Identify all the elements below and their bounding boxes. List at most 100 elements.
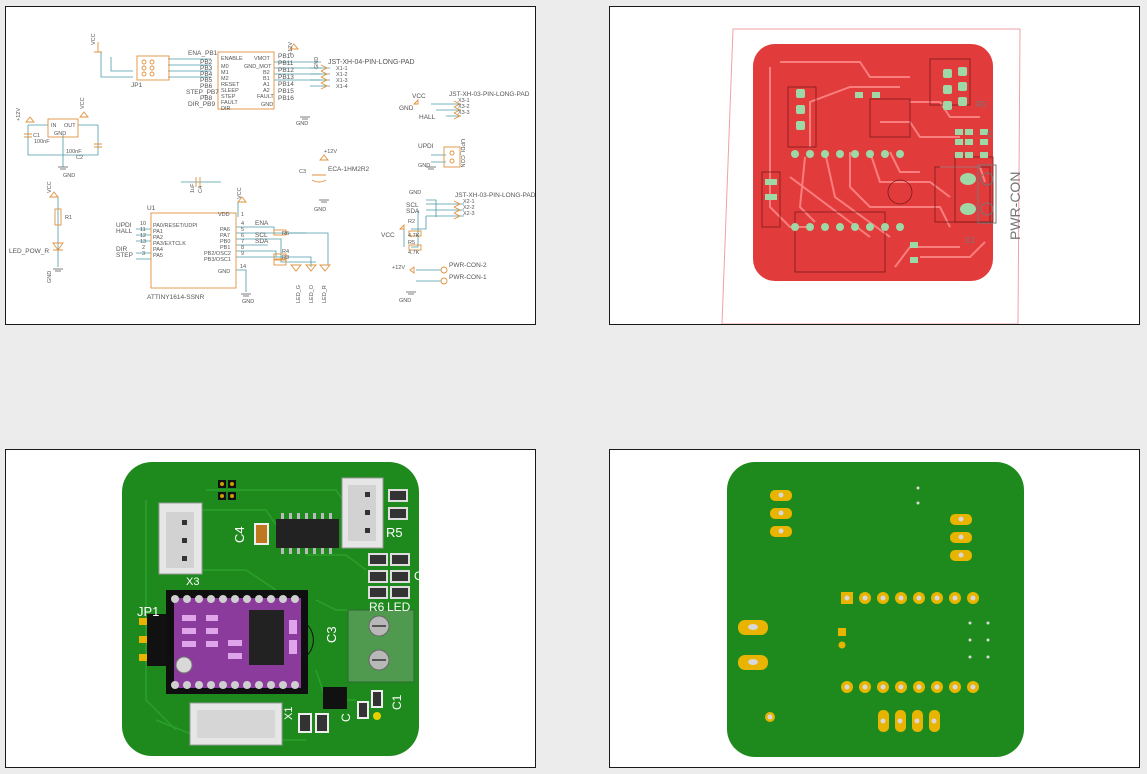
driver-pin-fault: FAULT [221, 100, 238, 106]
x1-pin-3: X1-3 [336, 78, 348, 84]
driver-pin-vmot: VMOT [254, 56, 271, 62]
silk-o: O [414, 569, 423, 583]
u1-num-10: 10 [140, 221, 146, 227]
reg-out: OUT [64, 123, 76, 129]
driver-pin-enable: ENABLE [221, 56, 243, 62]
reg-in: IN [51, 123, 57, 129]
schematic-drawing: ENA_PB1 PB2 PB3 PB4 PB5 PB6 STEP_PB7 PB8… [9, 33, 535, 305]
driver-pin-gnd: GND [261, 102, 273, 108]
silk-c1: C1 [390, 694, 404, 710]
r1-name: R1 [65, 215, 72, 221]
pcb-bottom-3d-drawing [727, 462, 1024, 757]
x3-net-hall: HALL [419, 114, 436, 121]
silk-x3: X3 [186, 576, 199, 588]
pcb-pads [765, 67, 988, 263]
silk-x1: X1 [283, 707, 295, 720]
driver-net-pb4: PB4 [200, 71, 213, 78]
driver-net-pb5: PB5 [200, 77, 213, 84]
u1-pin-pb0: PB0 [220, 239, 230, 245]
u1-pin-pa7: PA7 [220, 233, 230, 239]
smd-resistors [368, 489, 410, 599]
driver-net-pb12: PB12 [278, 67, 294, 74]
vcc-ledpow: VCC [47, 181, 53, 193]
u1-pin-pa0: PA0/RESET/UDPI [153, 223, 198, 229]
driver-pin-a1: A1 [263, 82, 270, 88]
gnd-c3: GND [314, 207, 326, 213]
layout-pwr-con-label: PWR-CON [1007, 172, 1023, 240]
c4-capacitor [254, 523, 269, 545]
gnd-regulator: GND [63, 173, 75, 179]
u1-pin-pb1: PB1 [220, 245, 230, 251]
u1-pin-pa3: PA3/EXTCLK [153, 241, 186, 247]
u1-num-11: 11 [140, 227, 146, 233]
u1-symbol [150, 212, 237, 289]
u1-net-scl: SCL [255, 232, 268, 239]
pcb-top-3d-panel: C4 R5 X3 JP1 C3 R6 LED O X1 C C1 [5, 449, 536, 768]
driver-pin-m2: M2 [221, 76, 229, 82]
driver-net-pb8: PB8 [200, 95, 213, 102]
x1-pin-2: X1-2 [336, 72, 348, 78]
layout-silk-c1: C1 [965, 236, 976, 245]
driver-ic [249, 610, 284, 665]
pwr-con-1: PWR-CON-1 [449, 274, 487, 281]
driver-pin-b2: B2 [263, 70, 270, 76]
driver-pin-gnd-mot: GND_MOT [244, 64, 272, 70]
gnd-x2: GND [409, 190, 421, 196]
c2-value: 100nF [66, 149, 82, 155]
pcb-bottom-3d-panel [609, 449, 1140, 768]
u1-pin-pa1: PA1 [153, 229, 163, 235]
silk-c4: C4 [232, 526, 247, 543]
u1-num-1: 1 [241, 212, 244, 218]
u1-value: ATTINY1614-SSNR [147, 294, 205, 301]
u1-num-13: 13 [140, 239, 146, 245]
x3-net-vcc: VCC [412, 93, 426, 100]
driver-net-pb11: PB11 [278, 60, 294, 67]
bottom-board [727, 462, 1024, 757]
u1-net-updi: UPDI [116, 222, 132, 229]
driver-pin-b1: B1 [263, 76, 270, 82]
silk-led: LED [387, 600, 411, 614]
x2-pin-1: X2-1 [463, 199, 475, 205]
v12-regulator: +12V [16, 108, 22, 121]
gnd-ledpow: GND [47, 271, 53, 283]
jp1-header [136, 55, 170, 81]
u1-num-6: 6 [241, 233, 244, 239]
u1-pin-vdd: VDD [218, 212, 230, 218]
x3-value: JST-XH-03-PIN-LONG-PAD [449, 91, 530, 98]
u1-net-hall: HALL [116, 228, 133, 235]
u1-num-3: 3 [142, 251, 145, 257]
r3-name: R3 [282, 255, 289, 261]
u1-num-8: 8 [241, 245, 244, 251]
driver-pin-reset: RESET [221, 82, 240, 88]
schematic-panel: ENA_PB1 PB2 PB3 PB4 PB5 PB6 STEP_PB7 PB8… [5, 6, 536, 325]
pwr-con-2: PWR-CON-2 [449, 262, 487, 269]
driver-pin-sleep: SLEEP [221, 88, 239, 94]
x3-pin-2: X3-2 [458, 104, 470, 110]
vcc-regulator: VCC [80, 97, 86, 109]
led-r: LED_R [322, 285, 328, 303]
r4-name: R4 [282, 249, 289, 255]
u1-num-14: 14 [240, 264, 246, 270]
u1-pin-pa6: PA6 [220, 227, 230, 233]
c2-name: C2 [76, 155, 83, 161]
gnd-updi: GND [418, 163, 430, 169]
x1-pin-1: X1-1 [336, 66, 348, 72]
x3-pin-1: X3-1 [458, 98, 470, 104]
driver-pin-m0: M0 [221, 64, 229, 70]
r6-name: R6 [282, 231, 289, 237]
driver-pin-m1: M1 [221, 70, 229, 76]
gnd-pwr: GND [399, 298, 411, 304]
u1-net-ena: ENA [255, 220, 269, 227]
layout-silk-r5: R5 [976, 100, 987, 109]
silk-r6: R6 [369, 600, 385, 614]
driver-pin-step: STEP [221, 94, 236, 100]
silk-c: C [339, 713, 353, 722]
u1-num-2: 2 [142, 245, 145, 251]
c3-value: ECA-1HM2R2 [328, 166, 370, 173]
reg-gnd: GND [54, 131, 66, 137]
driver-net-pb6: PB6 [200, 83, 213, 90]
u1-name: U1 [147, 205, 156, 212]
vcc-u1: VCC [237, 187, 243, 199]
c4-value: 1uF [190, 183, 196, 193]
stepper-driver-symbol [217, 51, 275, 110]
